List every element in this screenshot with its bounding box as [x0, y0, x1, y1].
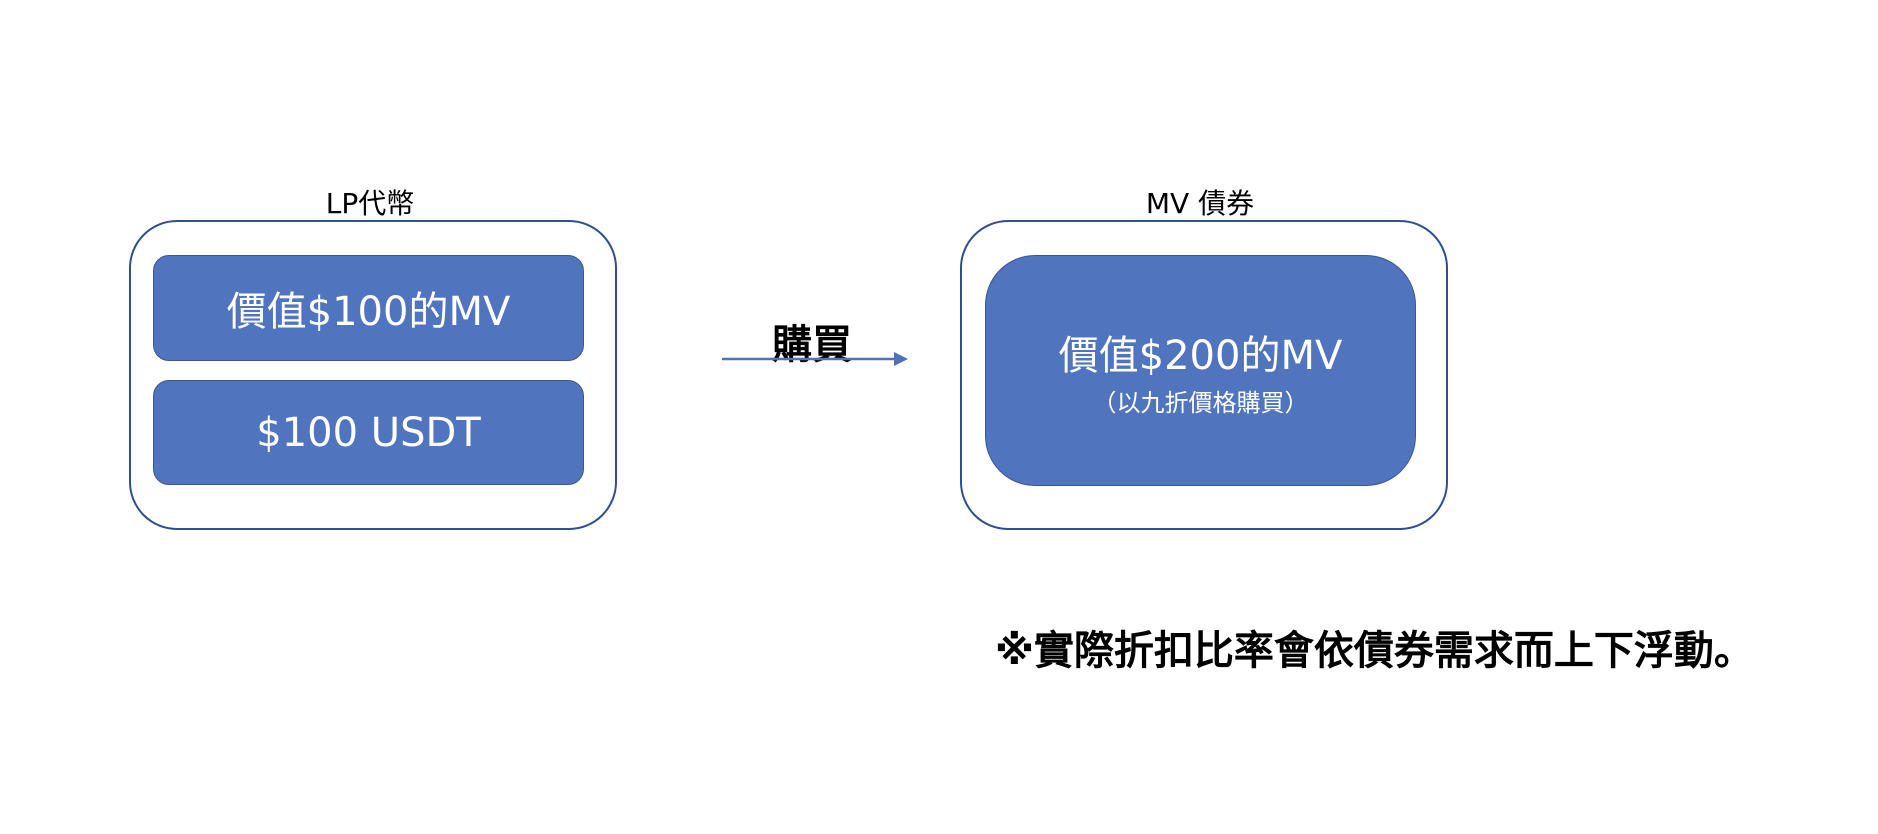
purchase-label: 購買 [772, 322, 852, 368]
lp-mv-label: 價值$100的MV [226, 289, 511, 335]
lp-usdt-label: $100 USDT [256, 409, 481, 456]
discount-note: ※實際折扣比率會依債券需求而上下浮動。 [995, 628, 1754, 674]
arrow-head [894, 352, 908, 366]
lp-mv-box: 價值$100的MV [153, 255, 584, 361]
mv-bond-label: 價值$200的MV [1058, 333, 1343, 379]
purchase-arrow-icon [722, 352, 908, 366]
mv-bond-box: 價值$200的MV （以九折價格購買） [985, 255, 1416, 486]
mv-bond-title: MV 債券 [1145, 187, 1255, 220]
lp-usdt-box: $100 USDT [153, 380, 584, 485]
mv-bond-sublabel: （以九折價格購買） [1092, 389, 1309, 417]
lp-token-title: LP代幣 [325, 187, 415, 220]
